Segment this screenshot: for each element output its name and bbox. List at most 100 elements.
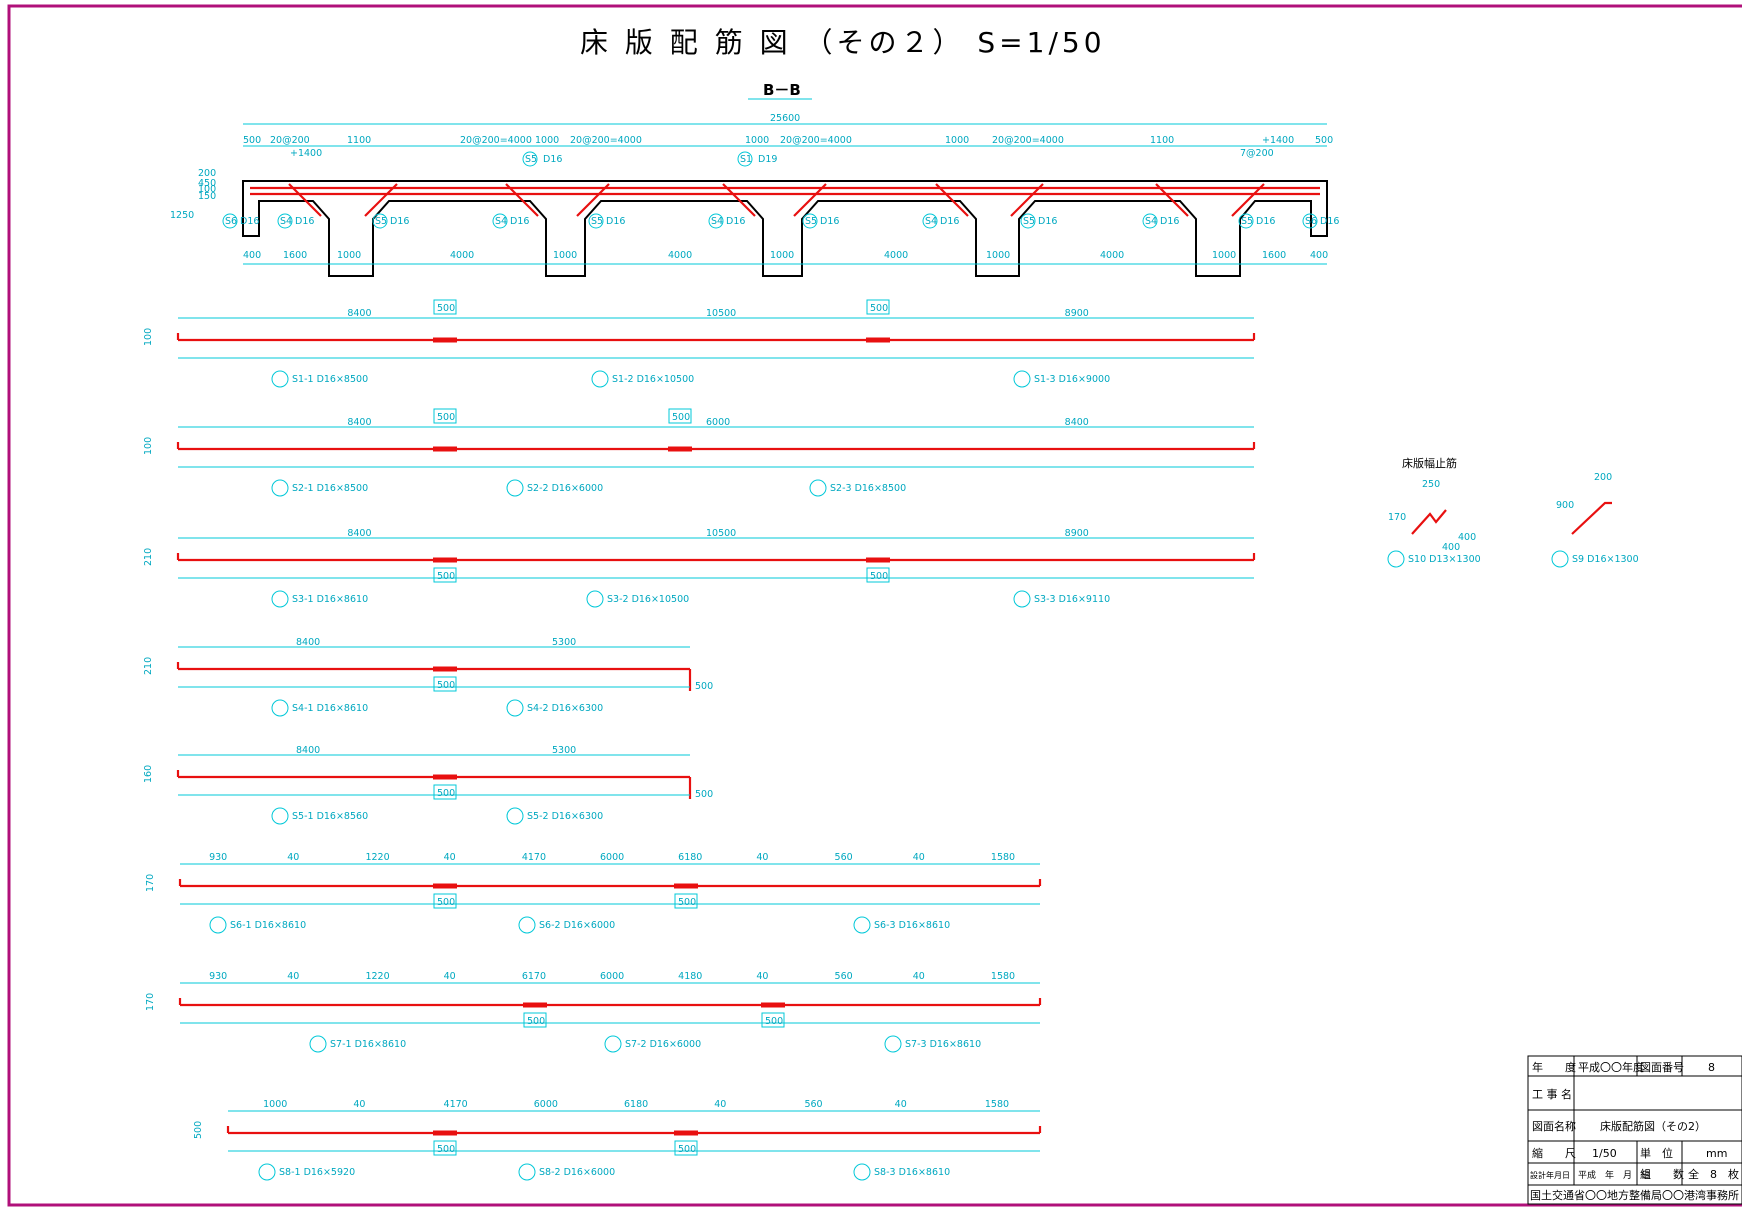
- title-block: 年 度 平成〇〇年度 図面番号 8 工 事 名 図面名称 床版配筋図（その2） …: [1527, 1055, 1742, 1205]
- segment-dim: 6000: [600, 852, 624, 863]
- bar-label: S2-1 D16×8500: [292, 483, 368, 494]
- segment-dim: 560: [804, 1099, 822, 1110]
- segment-dim: 1220: [365, 852, 389, 863]
- bar-label: S4-1 D16×8610: [292, 703, 368, 714]
- bar-mark: S6: [1305, 216, 1317, 227]
- bottom-dim: 4000: [1100, 250, 1124, 261]
- diagonal-rebar: [722, 183, 756, 217]
- lap-dim: 500: [678, 897, 696, 908]
- bar-mark-circle: [588, 213, 604, 229]
- bar-mark-circle: [737, 151, 753, 167]
- segment-dim: 8400: [347, 308, 371, 319]
- lap-dim: 500: [678, 1144, 696, 1155]
- bar-mark-circle: [506, 699, 524, 717]
- bar-mark-circle: [258, 1163, 276, 1181]
- tb-project-label: 工 事 名: [1532, 1087, 1572, 1101]
- top-dim: +1400: [1262, 135, 1294, 146]
- segment-dim: 40: [287, 971, 299, 982]
- tb-date-value: 平成 年 月 日: [1578, 1169, 1650, 1181]
- bar-mark: S5: [525, 154, 537, 165]
- end-dim: 170: [145, 874, 156, 892]
- bar-mark-circle: [1142, 213, 1158, 229]
- segment-dim: 6000: [706, 417, 730, 428]
- top-dim: 1000: [945, 135, 969, 146]
- lap-dim: 500: [437, 1144, 455, 1155]
- stopper-label-a: S10 D13×1300: [1408, 554, 1481, 565]
- top-dim: 20@200: [270, 135, 310, 146]
- bar-size: D16: [1256, 216, 1275, 227]
- end-dim: 210: [143, 657, 154, 675]
- bar-mark-circle: [922, 213, 938, 229]
- segment-dim: 40: [714, 1099, 726, 1110]
- bar-mark: S4: [925, 216, 937, 227]
- top-dim: 20@200=4000: [992, 135, 1064, 146]
- bar-mark-circle: [1302, 213, 1318, 229]
- slab-outline: [242, 180, 1328, 277]
- lap-dim: 500: [672, 412, 690, 423]
- bar-mark-circle: [271, 370, 289, 388]
- left-dim: 450: [198, 178, 216, 189]
- overall-width: 25600: [770, 113, 800, 124]
- segment-dim: 40: [353, 1099, 365, 1110]
- end-dim: 100: [143, 437, 154, 455]
- tb-office: 国土交通省〇〇地方整備局〇〇港湾事務所: [1530, 1188, 1739, 1202]
- top-dim: 20@200=4000: [780, 135, 852, 146]
- bar-size: D16: [726, 216, 745, 227]
- bar-size: D16: [390, 216, 409, 227]
- bottom-dim: 1600: [283, 250, 307, 261]
- bar-label: S3-3 D16×9110: [1034, 594, 1110, 605]
- segment-dim: 560: [835, 971, 853, 982]
- bar-mark: S5: [1241, 216, 1253, 227]
- bar-mark-circle: [372, 213, 388, 229]
- bottom-dim: 1000: [337, 250, 361, 261]
- tb-date-label: 設計年月日: [1530, 1170, 1570, 1180]
- bar-mark: S4: [711, 216, 723, 227]
- top-dim: 1100: [347, 135, 371, 146]
- bar-mark-circle: [209, 916, 227, 934]
- bar-mark-circle: [522, 151, 538, 167]
- segment-dim: 1580: [985, 1099, 1009, 1110]
- bottom-dim: 1600: [1262, 250, 1286, 261]
- segment-dim: 6000: [600, 971, 624, 982]
- bar-mark-circle: [518, 1163, 536, 1181]
- bar-mark-circle: [277, 213, 293, 229]
- diagonal-rebar: [288, 183, 322, 217]
- end-dim: 100: [143, 328, 154, 346]
- lap-dim: 500: [437, 897, 455, 908]
- segment-dim: 8400: [1065, 417, 1089, 428]
- bar-mark: S1: [740, 154, 752, 165]
- bar-label: S3-2 D16×10500: [607, 594, 689, 605]
- left-dim: 100: [198, 184, 216, 195]
- bar-label: S1-2 D16×10500: [612, 374, 694, 385]
- tb-scale-value: 1/50: [1592, 1147, 1617, 1160]
- section-label: B－B: [763, 81, 801, 99]
- tb-set-label: 組 数: [1640, 1168, 1684, 1181]
- bar-mark-circle: [809, 479, 827, 497]
- end-dim: 160: [143, 765, 154, 783]
- bar-label: S8-1 D16×5920: [279, 1167, 355, 1178]
- bar-mark-circle: [309, 1035, 327, 1053]
- bar-mark-circle: [271, 590, 289, 608]
- bar-mark-circle: [708, 213, 724, 229]
- sheet-border: [7, 4, 1742, 1207]
- stopper-dim: 200: [1594, 472, 1612, 483]
- bottom-dim: 1000: [770, 250, 794, 261]
- tb-unit-label: 単 位: [1640, 1146, 1673, 1160]
- bar-mark-circle: [586, 590, 604, 608]
- segment-dim: 930: [209, 971, 227, 982]
- segment-dim: 40: [444, 852, 456, 863]
- top-dim: 500: [243, 135, 261, 146]
- segment-dim: 560: [835, 852, 853, 863]
- stopper-dim: 170: [1388, 512, 1406, 523]
- bottom-dim: 1000: [1212, 250, 1236, 261]
- bar-mark-circle: [518, 916, 536, 934]
- bar-label: S1-1 D16×8500: [292, 374, 368, 385]
- lap-dim: 500: [437, 680, 455, 691]
- stopper-dim: 400: [1442, 542, 1460, 553]
- segment-dim: 8900: [1065, 308, 1089, 319]
- bottom-dim: 4000: [668, 250, 692, 261]
- segment-dim: 8400: [347, 417, 371, 428]
- segment-dim: 8900: [1065, 528, 1089, 539]
